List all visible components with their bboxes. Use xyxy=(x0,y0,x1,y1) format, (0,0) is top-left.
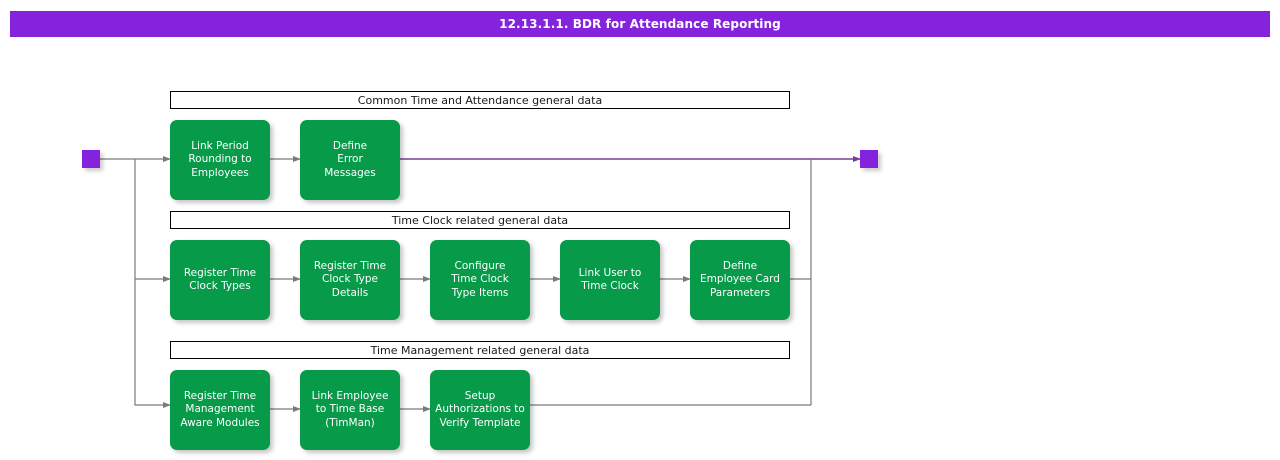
section-header-label: Time Management related general data xyxy=(370,343,590,357)
end-terminator[interactable] xyxy=(860,150,878,168)
process-box-label: Register Time Clock Types xyxy=(183,266,257,293)
process-box-label: Setup Authorizations to Verify Template xyxy=(435,389,525,429)
page-title: 12.13.1.1. BDR for Attendance Reporting xyxy=(499,17,781,31)
section-header-time-management: Time Management related general data xyxy=(170,341,790,359)
process-box-register-time-clock-type-details[interactable]: Register Time Clock Type Details xyxy=(300,240,400,320)
process-box-setup-authorizations-to-verify-template[interactable]: Setup Authorizations to Verify Template xyxy=(430,370,530,450)
page-title-bar: 12.13.1.1. BDR for Attendance Reporting xyxy=(10,11,1270,37)
wire-left-trunk xyxy=(134,159,171,408)
process-box-define-error-messages[interactable]: Define Error Messages xyxy=(300,120,400,200)
process-box-label: Link Employee to Time Base (TimMan) xyxy=(311,389,389,429)
section-header-label: Common Time and Attendance general data xyxy=(357,93,603,107)
process-box-register-time-management-aware-modules[interactable]: Register Time Management Aware Modules xyxy=(170,370,270,450)
section-header-label: Time Clock related general data xyxy=(391,213,569,227)
process-box-label: Register Time Clock Type Details xyxy=(313,259,387,299)
process-box-label: Configure Time Clock Type Items xyxy=(451,259,509,299)
process-box-link-employee-to-time-base-timman[interactable]: Link Employee to Time Base (TimMan) xyxy=(300,370,400,450)
process-box-configure-time-clock-type-items[interactable]: Configure Time Clock Type Items xyxy=(430,240,530,320)
process-box-label: Link User to Time Clock xyxy=(578,266,642,293)
process-box-label: Define Error Messages xyxy=(324,139,376,179)
process-box-label: Link Period Rounding to Employees xyxy=(188,139,252,179)
process-box-link-period-rounding-to-employees[interactable]: Link Period Rounding to Employees xyxy=(170,120,270,200)
section-header-common: Common Time and Attendance general data xyxy=(170,91,790,109)
process-box-label: Register Time Management Aware Modules xyxy=(180,389,260,429)
process-box-link-user-to-time-clock[interactable]: Link User to Time Clock xyxy=(560,240,660,320)
start-terminator[interactable] xyxy=(82,150,100,168)
process-box-register-time-clock-types[interactable]: Register Time Clock Types xyxy=(170,240,270,320)
process-box-label: Define Employee Card Parameters xyxy=(700,259,780,299)
process-box-define-employee-card-parameters[interactable]: Define Employee Card Parameters xyxy=(690,240,790,320)
section-header-time-clock: Time Clock related general data xyxy=(170,211,790,229)
